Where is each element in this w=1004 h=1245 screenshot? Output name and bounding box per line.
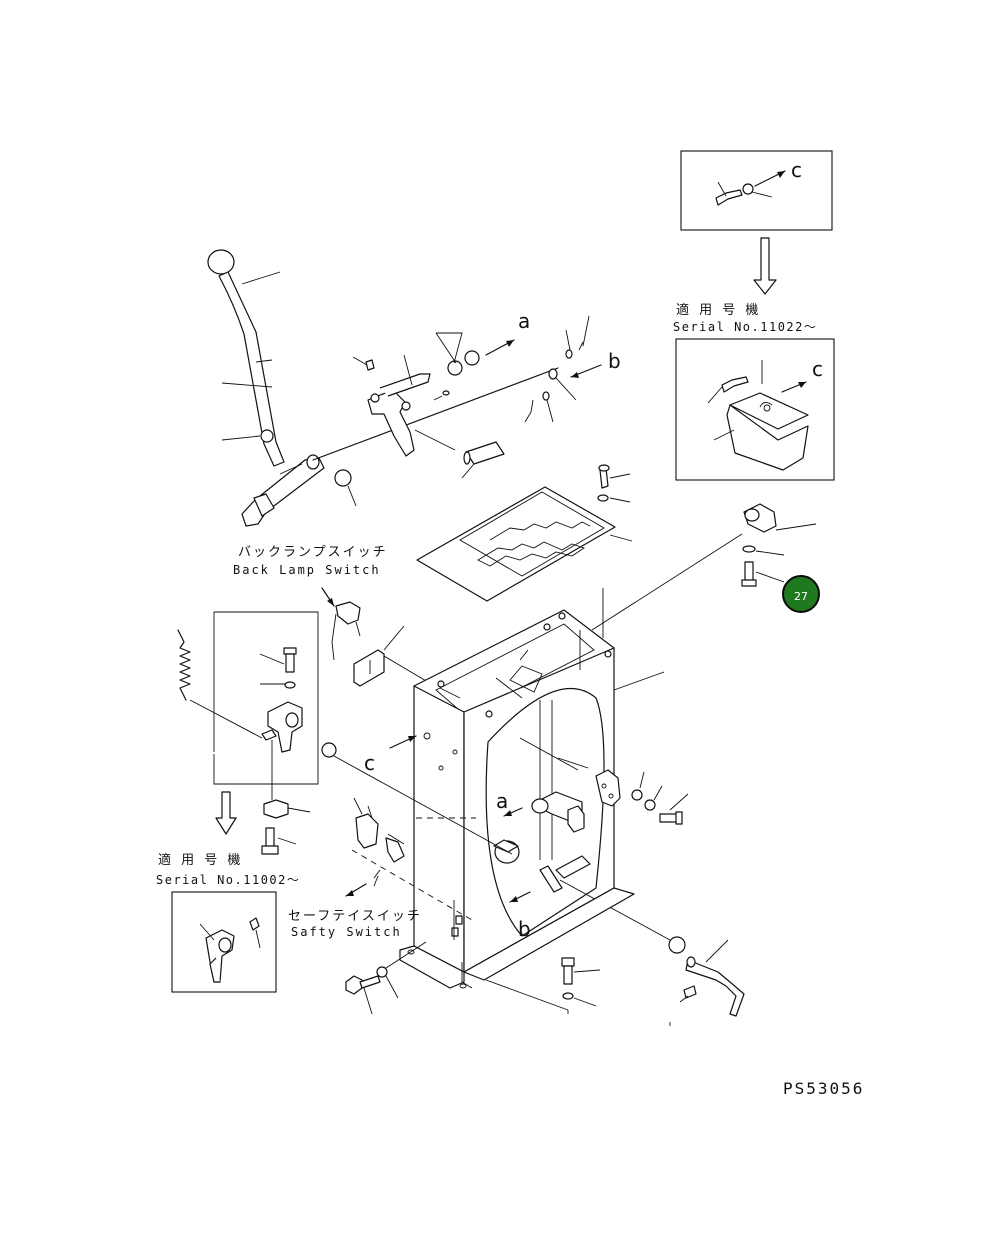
safety-switch-jp: セーフテイスイッチ	[288, 909, 422, 924]
back-lamp-switch-jp: バックランプスイッチ	[238, 545, 388, 560]
ref-letter-b-top: b	[608, 349, 621, 373]
ref-letter-a-top: a	[518, 309, 530, 333]
inset-box-top: c	[680, 150, 833, 231]
back-lamp-switch	[321, 587, 439, 689]
ref-letter-c-top: c	[791, 158, 802, 182]
safety-switch-en: Safty Switch	[291, 925, 402, 939]
back-lamp-switch-en: Back Lamp Switch	[233, 563, 381, 577]
inset-box-left	[177, 611, 319, 855]
serial-top-en: Serial No.11022～	[673, 320, 817, 334]
inset-box-cover: c	[675, 338, 835, 481]
callout-27-label: 27	[794, 590, 808, 603]
linkage-assembly: a b	[312, 309, 621, 507]
ref-letter-b-main: b	[518, 917, 531, 941]
main-housing: a b c	[364, 588, 689, 989]
right-handle	[668, 936, 745, 1026]
right-bracket	[591, 503, 817, 631]
drawing-number: PS53056	[783, 1079, 864, 1098]
ref-letter-c-main: c	[364, 751, 375, 775]
hollow-arrow-down-top	[753, 237, 777, 295]
guide-plate	[416, 464, 633, 602]
inset-box-bottom-left	[171, 891, 277, 993]
callout-27: 27	[782, 575, 820, 613]
serial-bottom-en: Serial No.11002～	[156, 873, 300, 887]
hollow-arrow-down-left	[215, 791, 237, 835]
serial-bottom-jp: 適 用 号 機	[158, 852, 243, 868]
serial-top-jp: 適 用 号 機	[676, 302, 761, 318]
housing-left-parts	[321, 742, 513, 940]
shift-lever	[207, 249, 325, 527]
ref-letter-a-main: a	[496, 789, 508, 813]
ref-letter-c-cover: c	[812, 357, 823, 381]
bottom-fasteners	[345, 941, 601, 1015]
